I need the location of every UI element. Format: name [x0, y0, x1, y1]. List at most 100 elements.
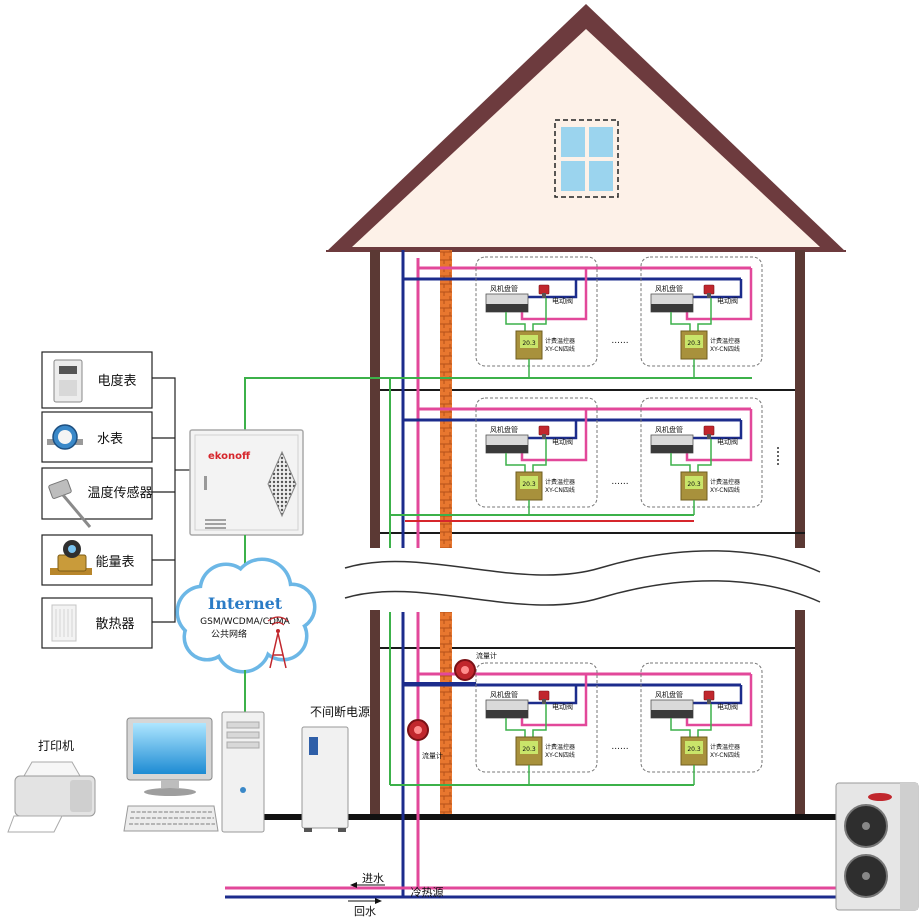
window-pane — [589, 161, 613, 191]
thermostat-display: 20.3 — [522, 481, 536, 488]
return-label: 回水 — [354, 905, 376, 918]
pc-tower-icon — [221, 711, 265, 833]
valve-stem — [707, 434, 711, 439]
electric-valve-icon — [703, 690, 715, 701]
return-arrowhead — [375, 898, 382, 904]
valve-label: 电动阀 — [552, 702, 573, 711]
thermostat-label: 计费温控器 — [710, 337, 740, 345]
ups-label: 不间断电源 — [310, 704, 370, 719]
electric-valve-icon — [538, 284, 550, 295]
supply-branch-pipe — [685, 674, 753, 727]
thermostat-label: 计费温控器 — [710, 478, 740, 486]
device-temperature-sensor: 温度传感器 — [41, 467, 153, 528]
fan-coil-label: 风机盘管 — [490, 425, 518, 434]
thermostat-model: XY-CN四线 — [710, 486, 740, 494]
valve-stem — [542, 434, 546, 439]
ups-foot — [304, 828, 312, 832]
meter-dial — [58, 430, 72, 444]
heat-pump-unit — [835, 782, 919, 911]
device-radiator: 散热器 — [41, 597, 153, 649]
flow-meter-dial — [461, 666, 469, 674]
vent-grille — [267, 450, 297, 518]
flow-meter-label: 流量计 — [422, 751, 443, 760]
room-boundary — [640, 256, 763, 367]
device-card — [41, 411, 153, 463]
device-label: 电度表 — [97, 373, 136, 389]
cabinet-door — [194, 434, 299, 531]
antenna-icon — [267, 616, 289, 669]
wall-left-lower — [370, 610, 380, 818]
device-label: 能量表 — [95, 555, 134, 570]
heat-source-label: 冷热源 — [411, 885, 444, 899]
printer: 打印机 — [7, 739, 96, 833]
thermostat-screen — [520, 476, 538, 489]
return-branch-pipe — [528, 279, 578, 299]
window-frame — [554, 119, 619, 198]
window-pane — [589, 127, 613, 157]
electric-valve-icon — [538, 690, 550, 701]
brick-shaft-upper — [440, 250, 452, 548]
monitor-base — [144, 788, 196, 796]
ups-panel — [309, 737, 318, 755]
signal-wire — [670, 453, 691, 472]
supply-branch-pipe — [520, 409, 588, 462]
return-branch-pipe — [693, 420, 743, 440]
heat-pump-logo — [868, 793, 892, 801]
more-units-ellipsis: ...... — [611, 336, 628, 346]
meter-plate — [59, 380, 77, 396]
thermostat-screen — [685, 476, 703, 489]
fan-coil-grille — [651, 710, 693, 718]
return-branch-pipe — [528, 685, 578, 705]
house — [228, 4, 846, 820]
network-title: Internet — [208, 594, 283, 613]
signal-wire — [532, 439, 547, 472]
supply-branch-pipe — [520, 268, 588, 321]
paper-feed-tray — [23, 761, 81, 777]
return-branch-pipe — [528, 420, 578, 440]
valve-stem — [707, 293, 711, 298]
roof-gable — [352, 29, 820, 247]
valve-stem — [542, 293, 546, 298]
paper-output — [7, 815, 63, 833]
fan-coil-label: 风机盘管 — [655, 425, 683, 434]
thermostat-model: XY-CN四线 — [545, 345, 575, 353]
wall-right-upper — [795, 250, 805, 548]
supply-label: 进水 — [362, 872, 384, 885]
signal-wire — [697, 439, 712, 472]
door-handle — [204, 476, 207, 490]
wall-left-upper — [370, 250, 380, 548]
flow-meter-label: 流量计 — [476, 651, 497, 660]
return-branch-pipe — [693, 685, 743, 705]
more-units-indicator — [777, 447, 779, 465]
valve-label: 电动阀 — [552, 296, 573, 305]
fan-coil-label: 风机盘管 — [490, 690, 518, 699]
wall-right-lower — [795, 610, 805, 818]
power-button-icon — [240, 787, 246, 793]
fan-coil-grille — [486, 304, 528, 312]
main-pipes: 进水 回水 冷热源 — [225, 872, 840, 918]
cloud-fill — [179, 561, 313, 670]
supply-arrowhead — [350, 882, 357, 888]
monitor-stand — [161, 780, 179, 788]
fan-hub — [862, 822, 870, 830]
drive-bay — [226, 731, 260, 739]
thermostat-screen — [685, 741, 703, 754]
public-network-cloud: Internet GSM/WCDMA/CDMA 公共网络 — [175, 557, 317, 674]
risers — [389, 250, 694, 898]
thermostat-label: 计费温控器 — [710, 743, 740, 751]
thermostat-model: XY-CN四线 — [545, 486, 575, 494]
attic-window — [554, 119, 619, 198]
fan-coil-label: 风机盘管 — [655, 690, 683, 699]
valve-stem — [542, 699, 546, 704]
cabinet-body — [189, 429, 304, 536]
room-boundary — [475, 397, 598, 508]
signal-wire — [505, 312, 526, 331]
thermostat-display: 20.3 — [522, 340, 536, 347]
thermostat-screen — [520, 335, 538, 348]
fan-coil-grille — [651, 304, 693, 312]
